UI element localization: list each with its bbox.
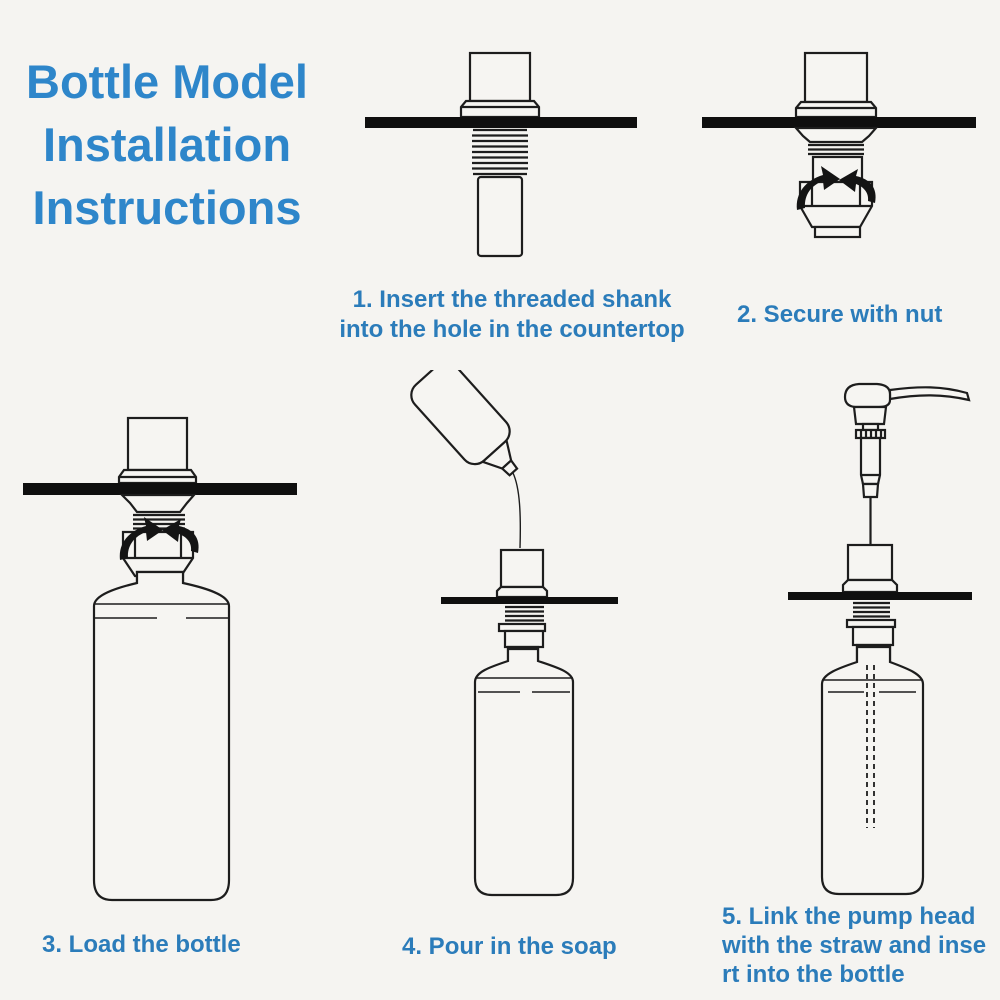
figure-step4-pour-soap [410, 370, 618, 897]
ribbed-ring [854, 428, 887, 440]
countertop-bar [702, 117, 976, 128]
countertop-bar [23, 483, 297, 495]
under-flange [793, 126, 879, 144]
threaded-section [808, 143, 864, 156]
collar [503, 629, 545, 649]
caption-step5-line3: rt into the bottle [722, 961, 905, 988]
pump-head [843, 382, 971, 546]
caption-step5: 5. Link the pump head with the straw and… [722, 902, 986, 989]
caption-step1: 1. Insert the threaded shank into the ho… [328, 285, 696, 345]
shank-top-cylinder [841, 543, 899, 594]
pump-spout [888, 386, 971, 402]
caption-step1-line1: 1. Insert the threaded shank [352, 286, 672, 313]
caption-step1-line2: into the hole in the countertop [339, 316, 685, 343]
caption-step5-line2: with the straw and inse [722, 932, 987, 959]
shank-lower-tube [476, 175, 524, 258]
shank-top-cylinder [495, 548, 549, 599]
nut-lower-tube [813, 225, 862, 239]
caption-step5-line1: 5. Link the pump head [722, 903, 976, 930]
shank-top-cylinder [117, 416, 198, 485]
bottle [92, 570, 231, 902]
threaded-section [505, 605, 544, 622]
rotation-arrows [796, 166, 876, 210]
threaded-section [853, 601, 890, 618]
countertop-bar [365, 117, 637, 128]
shank-top-cylinder [794, 51, 878, 119]
soap-stream [512, 472, 522, 549]
bottle [473, 647, 575, 897]
rotation-arrows [119, 517, 199, 560]
straw-dashed [866, 665, 875, 828]
caption-step2: 2. Secure with nut [737, 301, 943, 328]
shank-top-cylinder [459, 51, 541, 119]
figure-step3-load-bottle [23, 416, 297, 902]
figure-step1-threaded-shank [365, 51, 637, 258]
countertop-bar [441, 597, 618, 604]
page-title: Bottle Model Installation Instructions [10, 50, 324, 239]
countertop-bar [788, 592, 972, 600]
collar [851, 625, 895, 647]
mounting-nut [798, 180, 874, 229]
under-flange [119, 493, 197, 514]
title-line-2: Installation [42, 118, 292, 171]
figure-step2-secure-nut [702, 51, 976, 239]
bottle [820, 645, 925, 896]
title-line-3: Instructions [32, 181, 302, 234]
threaded-section [472, 128, 528, 176]
caption-step3: 3. Load the bottle [42, 931, 241, 958]
soap-refill-bottle [410, 370, 519, 477]
title-line-1: Bottle Model [26, 55, 308, 108]
figure-step5-pump-head [788, 382, 972, 896]
caption-step4: 4. Pour in the soap [402, 933, 617, 960]
